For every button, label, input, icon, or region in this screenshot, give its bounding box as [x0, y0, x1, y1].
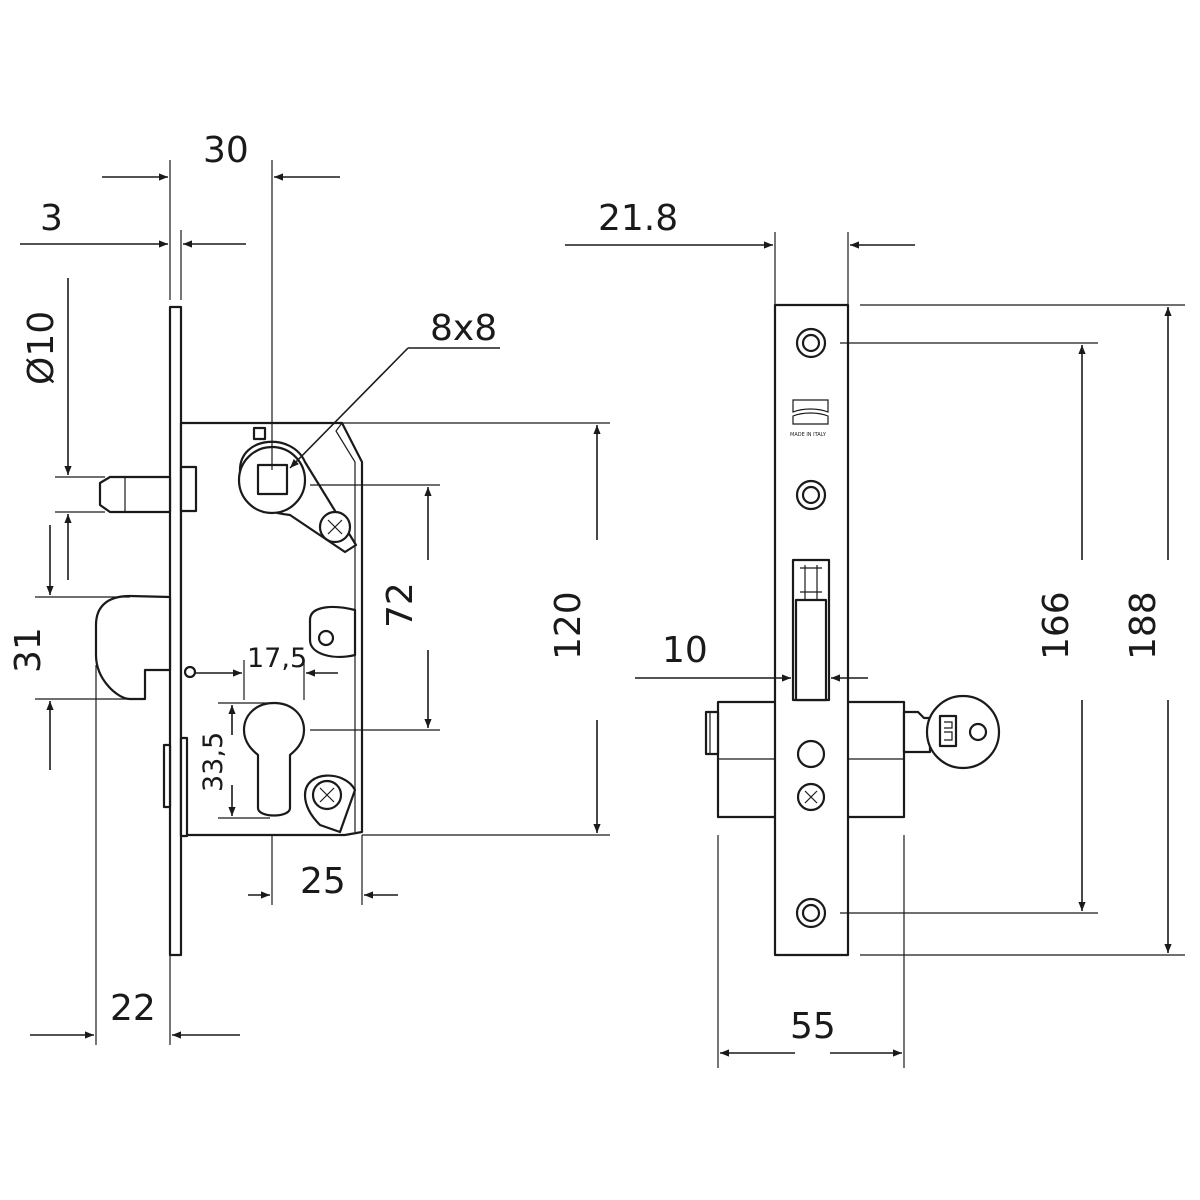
dim-25: 25 — [300, 861, 346, 902]
dim-55: 55 — [790, 1006, 836, 1047]
fixing-eye — [308, 605, 357, 658]
cylinder-cutout — [242, 701, 306, 817]
faceplate-hole-middle — [795, 479, 827, 511]
dim-120: 120 — [548, 591, 589, 660]
dim-3: 3 — [40, 198, 63, 239]
front-plate — [168, 305, 183, 957]
brand-logo: MADE IN ITALY — [790, 399, 829, 438]
key — [902, 694, 1001, 770]
dim-10: 10 — [662, 630, 708, 671]
bolt — [98, 465, 198, 514]
dim-17-5: 17,5 — [247, 643, 307, 674]
front-view: MADE IN ITALY — [704, 303, 1001, 957]
front-dimensions: 21.8 10 166 188 55 — [565, 198, 1185, 1068]
dim-21-8: 21.8 — [598, 198, 678, 239]
screw-top — [318, 510, 352, 544]
faceplate-screw — [796, 782, 826, 812]
bolt-hole — [796, 739, 826, 769]
dim-31: 31 — [8, 627, 49, 673]
dim-72: 72 — [380, 582, 421, 628]
side-dimensions: 30 3 Ø10 31 8x8 72 120 — [8, 130, 610, 1045]
dim-diameter-10: Ø10 — [21, 311, 62, 385]
dim-188: 188 — [1123, 591, 1164, 660]
dim-33-5: 33,5 — [198, 732, 229, 792]
dim-8x8: 8x8 — [430, 308, 497, 349]
screw-bottom — [303, 774, 357, 834]
dim-166: 166 — [1036, 591, 1077, 660]
hook-latch-front — [791, 558, 831, 702]
faceplate-hole-top — [795, 327, 827, 359]
dim-30: 30 — [203, 130, 249, 171]
hook-latch — [94, 594, 172, 701]
dim-22: 22 — [110, 988, 156, 1029]
side-view — [94, 305, 364, 957]
logo-text: MADE IN ITALY — [790, 432, 827, 438]
faceplate-hole-bottom — [795, 897, 827, 929]
